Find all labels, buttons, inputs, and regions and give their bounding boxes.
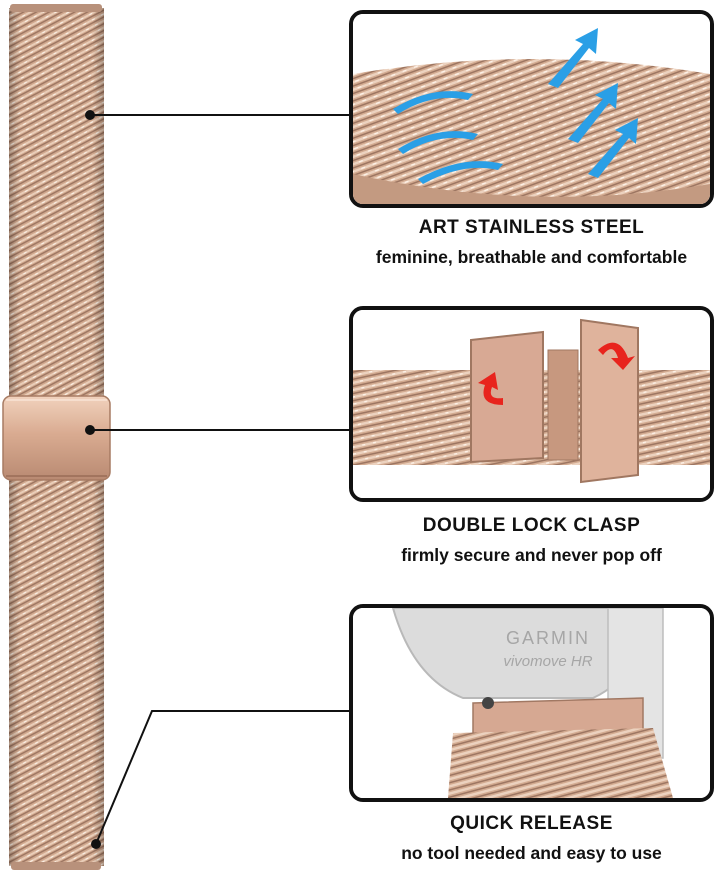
quick-release-pin-icon [482,697,494,709]
mesh-closeup-image [353,14,710,204]
watch-brand: GARMIN [506,628,590,648]
feature-panel-clasp [349,306,714,502]
feature-subtitle: feminine, breathable and comfortable [375,247,688,267]
feature-caption-mesh: ART STAINLESS STEEL feminine, breathable… [349,216,714,269]
mesh-strap-image [2,4,111,870]
feature-subtitle: firmly secure and never pop off [401,545,662,565]
feature-caption-quick-release: QUICK RELEASE no tool needed and easy to… [349,812,714,865]
airflow-arrow-icon [393,28,638,184]
feature-caption-clasp: DOUBLE LOCK CLASP firmly secure and neve… [349,514,714,567]
feature-title: DOUBLE LOCK CLASP [422,515,641,536]
feature-subtitle: no tool needed and easy to use [401,843,662,863]
quick-release-closeup-image: GARMIN vivomove HR [353,608,710,798]
feature-title: QUICK RELEASE [450,813,613,834]
watch-model: vivomove HR [503,653,592,670]
feature-panel-mesh [349,10,714,208]
feature-panel-quick-release: GARMIN vivomove HR [349,604,714,802]
clasp-closeup-image [353,310,710,498]
feature-title: ART STAINLESS STEEL [418,217,645,238]
lock-arrow-icon [478,342,635,405]
